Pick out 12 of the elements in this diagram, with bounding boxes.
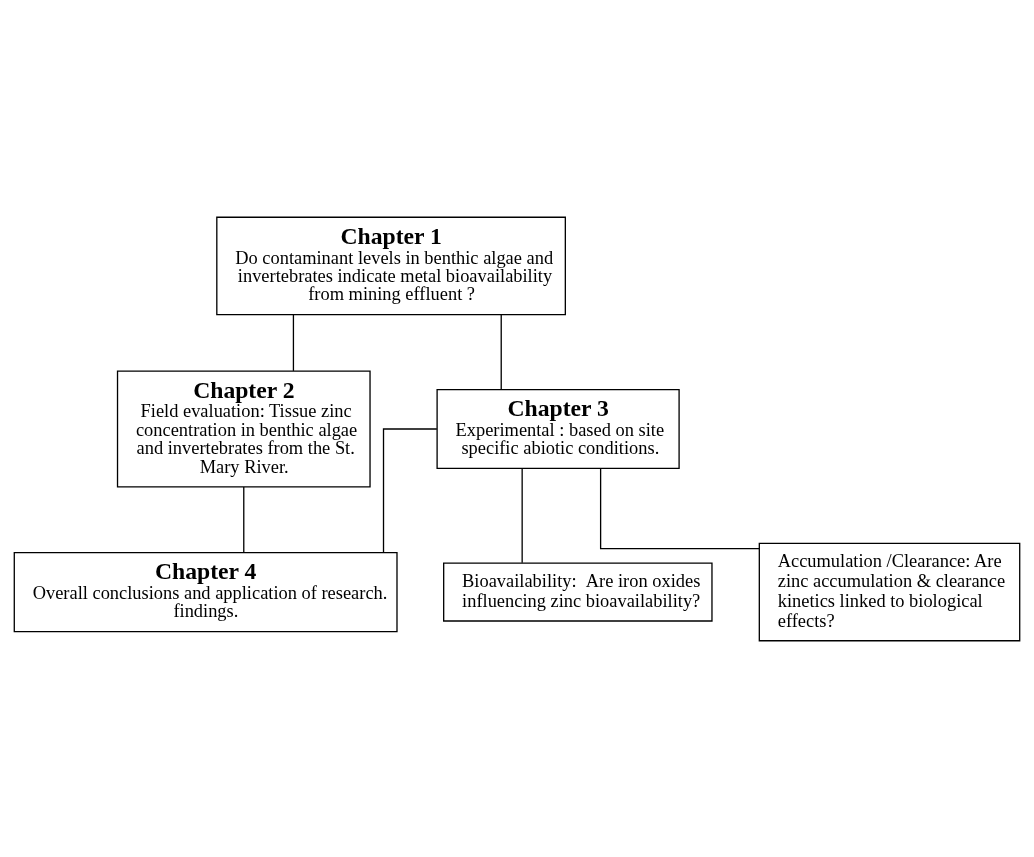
node-box: Bioavailability: Are iron oxides influencing zinc bioavailability? xyxy=(443,562,713,622)
connector xyxy=(521,467,523,563)
connector xyxy=(599,467,760,549)
node-box: Accumulation /Clearance: Are zinc accumulation & clearance kinetics linked to biological effects? xyxy=(758,542,1021,641)
node-box: Chapter 4 Overall conclusions and application of research. findings. xyxy=(13,551,398,632)
node-box: Chapter 1 Do contaminant levels in benthic algae and invertebrates indicate metal bioavailability from mining effluent ? xyxy=(216,216,566,315)
connector xyxy=(243,485,245,553)
connector xyxy=(382,427,438,553)
node-box: Chapter 2 Field evaluation: Tissue zinc concentration in benthic algae and invertebrates from the St. Mary River. xyxy=(116,369,371,488)
node-box: Chapter 3 Experimental : based on site specific abiotic conditions. xyxy=(436,388,680,469)
connector xyxy=(292,313,295,372)
connector xyxy=(500,313,502,390)
